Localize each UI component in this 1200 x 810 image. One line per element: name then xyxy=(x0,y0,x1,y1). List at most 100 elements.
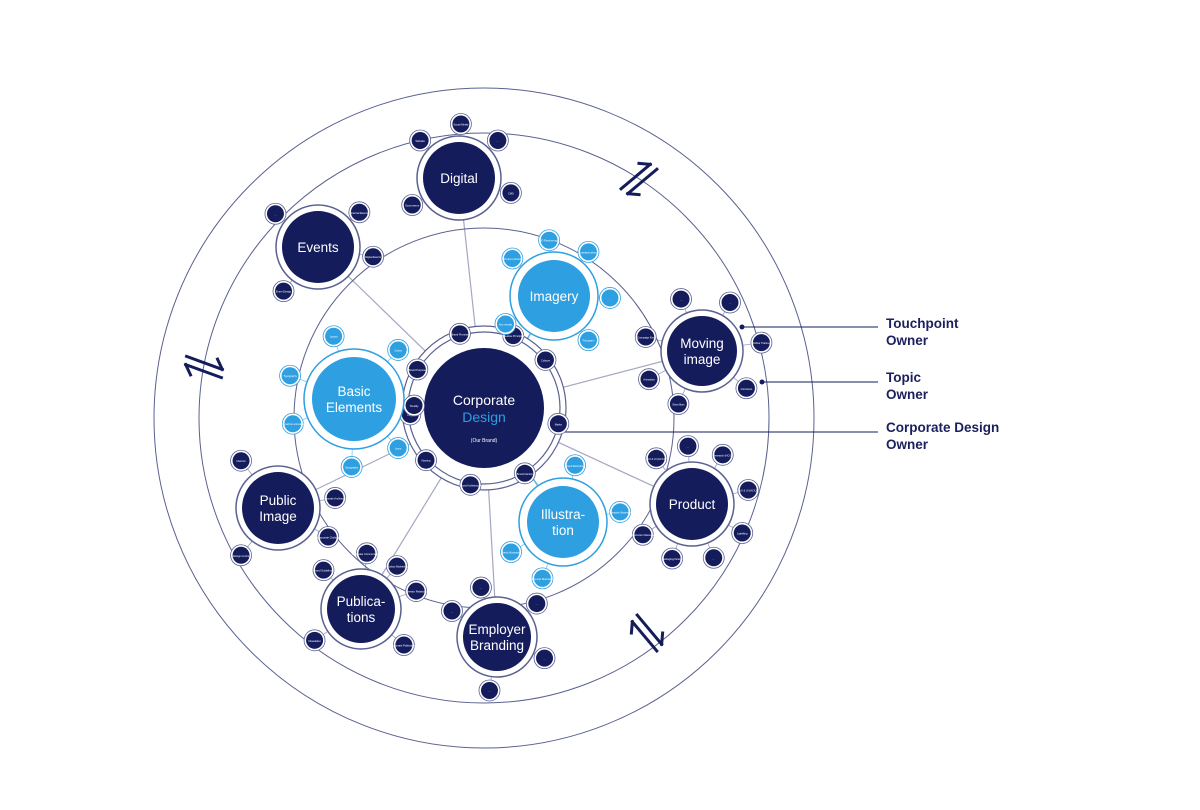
product-satellite[interactable]: Labelling xyxy=(731,522,754,544)
product-satellite[interactable]: UX & UI (HCIU) xyxy=(645,447,668,470)
public-image-satellite[interactable]: Corporate Architecture xyxy=(322,487,349,509)
public-image-satellite[interactable]: Design Centre xyxy=(230,544,252,567)
public-image-satellite[interactable]: Corporate Clothing xyxy=(317,526,340,548)
corporate-design-satellite-label: Colours xyxy=(541,358,551,362)
events-circle xyxy=(282,211,354,283)
corporate-design-note: (Our Brand) xyxy=(471,438,498,444)
product-satellite-dot xyxy=(647,449,665,467)
employer-branding-satellite-dot xyxy=(480,681,498,699)
basic-elements-satellite[interactable]: Interaction animation xyxy=(281,412,306,435)
product-satellite[interactable]: … xyxy=(677,435,699,458)
illustration-satellite[interactable]: Concept illustration xyxy=(531,567,554,590)
basic-elements-satellite[interactable]: Icons xyxy=(387,437,410,459)
digital-node[interactable]: Digital xyxy=(416,135,502,221)
moving-image-satellite[interactable]: Online Training xyxy=(750,331,773,354)
corporate-design-satellite-dot xyxy=(408,361,426,378)
moving-image-satellite[interactable]: Campaign film xyxy=(634,326,657,348)
publications-satellite[interactable]: Newsletter xyxy=(303,629,326,652)
illustration-satellite[interactable]: Sketch illustration xyxy=(500,541,522,563)
employer-branding-satellite[interactable]: … xyxy=(470,576,492,599)
moving-image-satellite-dot xyxy=(721,294,739,312)
corporate-design-satellite[interactable]: Brand Architecture xyxy=(459,473,482,496)
public-image-satellite-label: Corporate Clothing xyxy=(317,536,339,540)
public-image-satellite[interactable]: Interiors xyxy=(230,449,252,472)
basic-elements-satellite-dot xyxy=(325,327,343,345)
employer-branding-satellite[interactable]: … xyxy=(441,600,463,622)
corporate-design-satellite[interactable]: Tonality xyxy=(403,394,425,417)
digital-satellite-label: CMS xyxy=(508,191,514,195)
events-satellite[interactable]: … xyxy=(264,202,287,225)
publications-satellite[interactable]: Brand Guidelines xyxy=(312,559,335,582)
imagery-satellite-label: Product photos xyxy=(504,257,522,261)
publications-satellite[interactable]: Corporate Communication xyxy=(352,542,383,565)
imagery-satellite[interactable]: Illustrative photos xyxy=(577,240,600,263)
moving-image-satellite[interactable]: Short films xyxy=(667,393,690,415)
employer-branding-satellite[interactable]: … xyxy=(478,679,501,702)
moving-image-satellite[interactable]: … xyxy=(719,291,741,314)
imagery-node[interactable]: Imagery xyxy=(509,251,599,341)
employer-branding-circle xyxy=(463,603,531,671)
imagery-satellite[interactable]: Product photos xyxy=(501,247,524,270)
employer-branding-satellite[interactable]: … xyxy=(525,592,548,615)
imagery-satellite-dot xyxy=(579,331,597,349)
digital-satellite[interactable]: … xyxy=(486,129,509,152)
illustration-satellite[interactable]: Brand illustration xyxy=(564,454,586,477)
product-satellite[interactable]: UX & UI (HCIU) xyxy=(737,479,760,501)
illustration-satellite[interactable]: Character illustration xyxy=(608,501,633,523)
imagery-satellite[interactable]: Pictogram xyxy=(577,329,600,352)
moving-image-satellite[interactable]: Interviews xyxy=(735,377,758,400)
outer-ring xyxy=(153,87,815,749)
corporate-design-satellite[interactable]: Brand Identity xyxy=(513,462,536,485)
corporate-design-satellite[interactable]: Brand Purpose xyxy=(406,358,429,381)
basic-elements-satellite-label: Layout xyxy=(330,335,338,339)
basic-elements-satellite[interactable]: Typography xyxy=(340,456,363,478)
basic-elements-satellite[interactable]: Typography xyxy=(279,364,302,387)
publications-satellite-label: Corporate Communication xyxy=(352,552,383,556)
corporate-design-satellite[interactable]: Marke xyxy=(547,412,570,435)
imagery-satellite[interactable]: … xyxy=(599,287,621,309)
digital-satellite[interactable]: Ecommerce xyxy=(401,194,424,216)
product-satellite[interactable]: … xyxy=(702,546,725,569)
moving-image-satellite[interactable]: … xyxy=(670,288,692,310)
imagery-satellite[interactable]: Key visuals xyxy=(494,313,517,335)
corporate-design-satellite[interactable]: Brand Promise xyxy=(448,322,471,345)
moving-image-satellite-dot xyxy=(737,379,755,397)
publications-satellite-label: Investor Relations xyxy=(406,590,427,594)
illustration-node[interactable]: Illustra-tion xyxy=(518,477,608,567)
product-satellite-label: Instruction Manuals xyxy=(632,533,655,537)
corporate-design-satellite[interactable]: Colours xyxy=(534,349,557,371)
digital-satellite[interactable]: Social Media xyxy=(449,113,472,135)
corporate-design-satellite[interactable]: Naming xyxy=(415,449,437,472)
employer-branding-satellite[interactable]: … xyxy=(533,647,556,670)
events-satellite[interactable]: Internal Events xyxy=(348,201,371,224)
corporate-design-satellite-dot xyxy=(405,397,423,415)
events-satellite[interactable]: Digital Events xyxy=(362,245,385,268)
events-node[interactable]: Events xyxy=(275,204,361,290)
publications-node[interactable]: Publica-tions xyxy=(320,568,402,650)
product-satellite[interactable]: Instruction Manuals xyxy=(632,523,655,546)
moving-image-satellite[interactable]: Animation xyxy=(638,368,660,391)
digital-satellite[interactable]: CMS xyxy=(500,181,522,204)
publications-satellite[interactable]: Investor Relations xyxy=(405,580,428,602)
publications-satellite[interactable]: Product Marketing xyxy=(386,555,408,578)
digital-label: Digital xyxy=(440,171,478,186)
moving-image-satellite-dot xyxy=(640,370,658,388)
digital-satellite[interactable]: Website xyxy=(409,129,432,152)
imagery-satellite-label: … xyxy=(609,297,612,300)
basic-elements-satellite[interactable]: Colors xyxy=(387,339,410,361)
product-satellite[interactable]: Research (HCIU) xyxy=(711,443,734,466)
imagery-satellite-dot xyxy=(579,243,597,261)
imagery-satellite[interactable]: 3D Rend-erings xyxy=(538,229,561,252)
events-satellite[interactable]: Event Design xyxy=(272,280,295,303)
product-satellite[interactable]: Packaging Design xyxy=(661,547,684,570)
basic-elements-satellite[interactable]: Layout xyxy=(322,325,345,348)
publications-satellite[interactable]: Corporate Publications xyxy=(391,634,418,656)
basic-elements-label: Basic xyxy=(337,384,370,399)
product-node[interactable]: Product xyxy=(649,461,735,547)
